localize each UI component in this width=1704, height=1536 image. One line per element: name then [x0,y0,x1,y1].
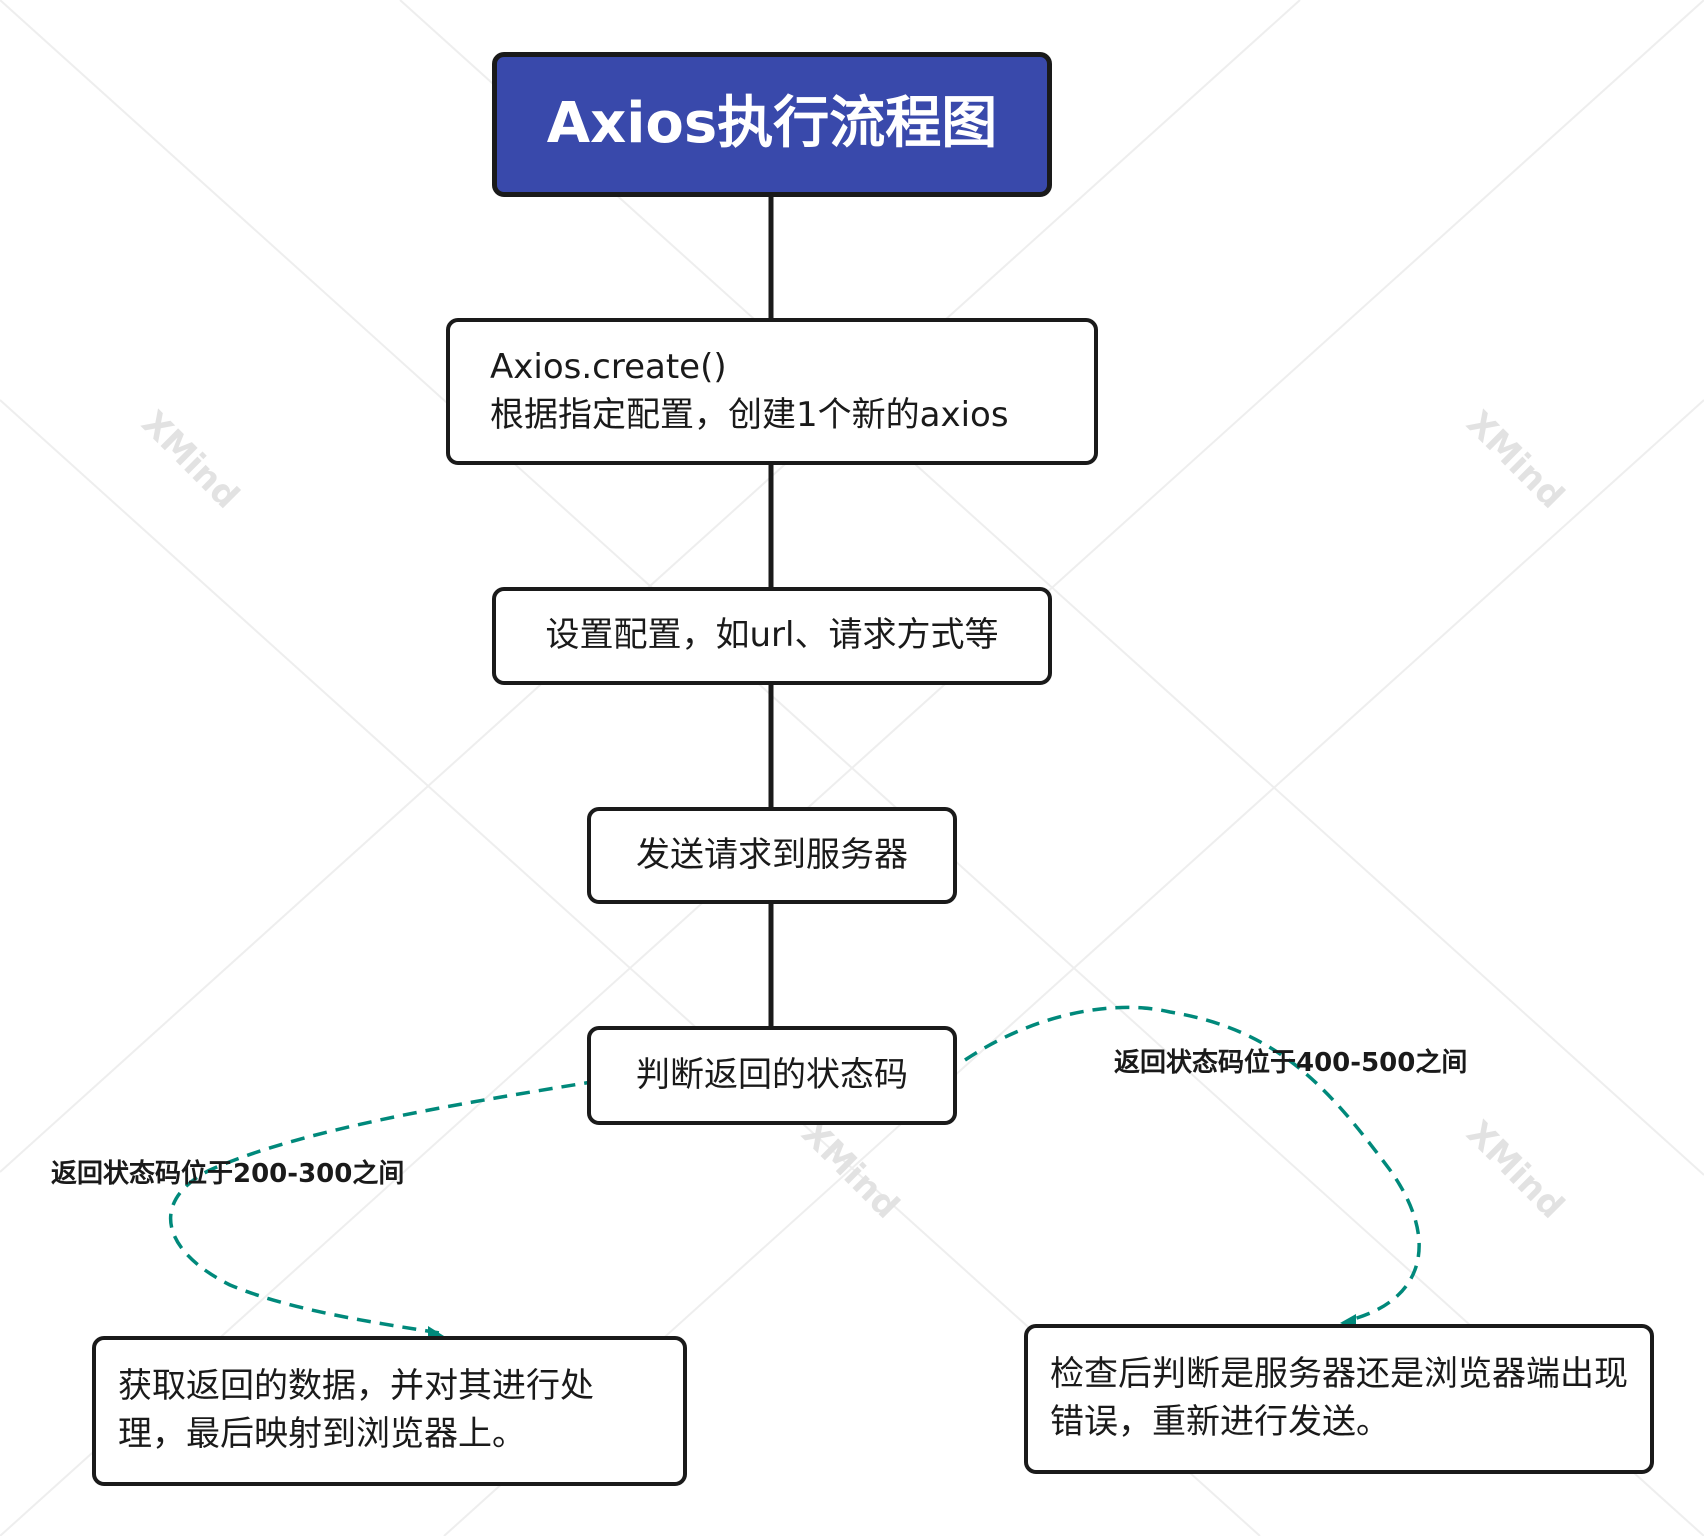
edge-label-success: 返回状态码位于200-300之间 [51,1159,405,1189]
node-error-text: 检查后判断是服务器还是浏览器端出现错误，重新进行发送。 [1050,1354,1628,1442]
node-send-text: 发送请求到服务器 [636,834,908,875]
node-config-text: 设置配置，如url、请求方式等 [545,615,999,656]
node-create-line2: 根据指定配置，创建1个新的axios [490,394,1009,435]
node-create-line1: Axios.create() [490,346,727,387]
node-judge[interactable]: 判断返回的状态码 [587,1026,957,1125]
node-success-text: 获取返回的数据，并对其进行处理，最后映射到浏览器上。 [118,1366,594,1454]
node-config[interactable]: 设置配置，如url、请求方式等 [492,587,1052,685]
node-send[interactable]: 发送请求到服务器 [587,807,957,904]
node-error[interactable]: 检查后判断是服务器还是浏览器端出现错误，重新进行发送。 [1024,1324,1654,1474]
dashed-arrow-ok [168,1079,599,1335]
node-create[interactable]: Axios.create() 根据指定配置，创建1个新的axios [446,318,1098,465]
edge-label-error: 返回状态码位于400-500之间 [1114,1048,1468,1078]
title-text: Axios执行流程图 [546,91,998,157]
node-judge-text: 判断返回的状态码 [636,1054,908,1095]
node-success[interactable]: 获取返回的数据，并对其进行处理，最后映射到浏览器上。 [92,1336,687,1486]
root-topic[interactable]: Axios执行流程图 [492,52,1052,197]
